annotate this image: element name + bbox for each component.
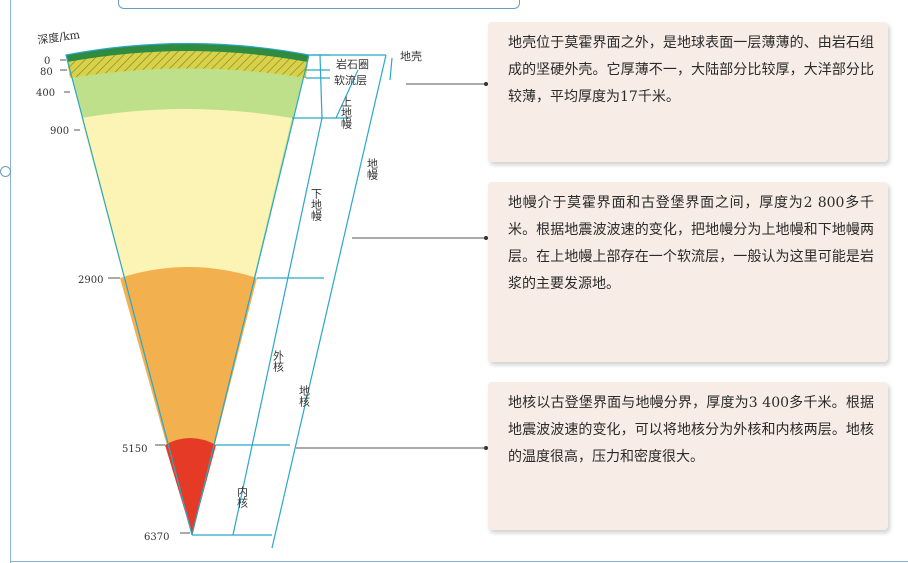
axis-title: 深度/km [36,27,81,47]
depth-tick-label: 80 [40,67,53,78]
mantle-description: 地幔介于莫霍界面和古登堡界面之间，厚度为2 800多千米。根据地震波波速的变化，… [488,182,888,362]
frame-bottom-border [10,561,908,562]
inner-core-label: 内核 [236,485,249,509]
core-label: 地核 [298,385,311,408]
leader-dot [484,446,488,450]
crust-layer [66,43,309,62]
crust-label: 地壳 [400,49,422,63]
leader-dot [484,82,488,86]
outer-core-layer [120,267,257,535]
depth-tick-label: 5150 [122,444,147,455]
mantle-label: 地幔 [366,158,379,181]
leader-dot [484,236,488,240]
bracket-lines [192,54,393,549]
frame-top-tab [118,0,520,9]
depth-tick-label: 6370 [144,532,169,543]
depth-tick-label: 2900 [78,275,103,286]
lithosphere-label: 岩石圈 [336,57,369,71]
wedge-outline [65,42,310,536]
asthenosphere-label: 软流层 [334,73,367,87]
inner-core-layer [165,438,216,535]
depth-tick-label: 400 [36,88,55,99]
depth-tick-label: 900 [50,126,69,137]
depth-axis [60,59,190,534]
core-description: 地核以古登堡界面与地幔分界，厚度为3 400多千米。根据地震波波速的变化，可以将… [488,382,888,530]
lower-mantle-label: 下地幔 [310,188,323,222]
leader-lines [296,83,486,449]
frame-left-border [10,0,11,563]
upper-mantle-label: 上地幔 [340,96,353,130]
frame-bullet-icon [0,166,11,177]
outer-core-label: 外核 [272,350,285,373]
depth-tick-label: 0 [44,56,50,67]
crust-description: 地壳位于莫霍界面之外，是地球表面一层薄薄的、由岩石组成的坚硬外壳。它厚薄不一，大… [488,22,888,162]
